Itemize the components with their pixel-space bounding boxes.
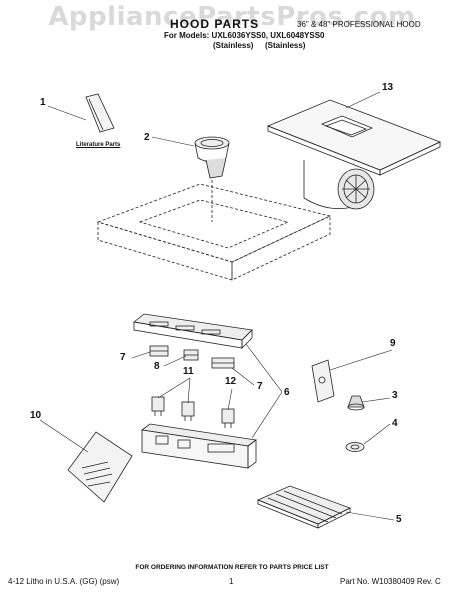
literature-parts-icon bbox=[85, 93, 115, 133]
callout-3: 3 bbox=[392, 390, 398, 401]
switch-1-icon bbox=[151, 396, 165, 416]
hood-housing-outline bbox=[96, 180, 332, 281]
control-panel-icon bbox=[140, 423, 258, 469]
literature-parts-label: Literature Parts bbox=[76, 142, 121, 148]
knob-bezel-icon bbox=[345, 442, 365, 452]
callout-12: 12 bbox=[225, 376, 237, 387]
callout-4: 4 bbox=[392, 418, 398, 429]
knob-icon bbox=[347, 395, 365, 411]
callout-7-left: 7 bbox=[120, 352, 126, 363]
page-subtitle: 36" & 48" PROFESSIONAL HOOD bbox=[297, 20, 421, 29]
callout-9: 9 bbox=[390, 338, 396, 349]
model-list: For Models: UXL6036YSS0, UXL6048YSS0 bbox=[164, 31, 325, 40]
callout-2: 2 bbox=[144, 132, 150, 143]
callout-6: 6 bbox=[284, 387, 290, 398]
damper-connector-icon bbox=[194, 136, 230, 179]
callout-1: 1 bbox=[40, 97, 46, 108]
bracket-center-icon bbox=[183, 349, 199, 361]
callout-8: 8 bbox=[154, 361, 160, 372]
callout-13: 13 bbox=[382, 82, 394, 93]
control-board-icon bbox=[311, 359, 335, 403]
page-number: 1 bbox=[229, 577, 234, 586]
litho-info: 4-12 Litho in U.S.A. (GG) (psw) bbox=[8, 577, 120, 586]
switch-3-icon bbox=[221, 408, 235, 428]
switch-2-icon bbox=[181, 401, 195, 421]
finish-label-1: (Stainless) bbox=[213, 41, 254, 50]
page-title: HOOD PARTS bbox=[170, 17, 260, 31]
bracket-right-icon bbox=[211, 357, 235, 369]
part-number: Part No. W10380409 Rev. C bbox=[340, 577, 441, 586]
callout-10: 10 bbox=[30, 410, 42, 421]
finish-label-2: (Stainless) bbox=[265, 41, 306, 50]
leader-lines bbox=[39, 91, 395, 521]
control-bracket-top-icon bbox=[133, 313, 253, 349]
light-cover-icon bbox=[67, 431, 133, 503]
ordering-note: FOR ORDERING INFORMATION REFER TO PARTS … bbox=[135, 564, 329, 571]
callout-7-right: 7 bbox=[257, 381, 263, 392]
callout-11: 11 bbox=[183, 366, 194, 377]
bracket-left-icon bbox=[149, 345, 169, 357]
grease-filter-icon bbox=[256, 485, 352, 529]
callout-5: 5 bbox=[396, 514, 402, 525]
watermark: AppliancePartsPros.com bbox=[48, 2, 416, 32]
blower-assembly-icon bbox=[266, 99, 442, 210]
